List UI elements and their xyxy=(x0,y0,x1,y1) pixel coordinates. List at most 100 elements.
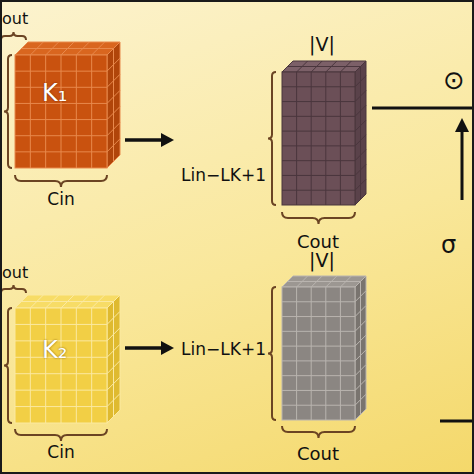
block-side xyxy=(355,61,366,205)
output-wire xyxy=(372,107,474,110)
grid-line xyxy=(15,151,107,152)
dimension-brace xyxy=(15,175,107,187)
arrowhead xyxy=(161,341,174,355)
dimension-brace xyxy=(15,429,107,441)
dimension-brace xyxy=(268,287,276,420)
grid-line xyxy=(30,55,31,168)
dimension-brace xyxy=(4,308,12,423)
grid-line xyxy=(311,72,312,205)
grid-line xyxy=(91,308,92,423)
grid-line xyxy=(15,324,107,325)
grid-line xyxy=(340,287,341,420)
grid-line xyxy=(282,331,355,332)
dimension-label: ⊙ xyxy=(443,66,465,96)
grid-line xyxy=(282,405,355,406)
grid-line xyxy=(282,346,355,347)
wire-arrowhead xyxy=(455,118,469,132)
dimension-label: Cin xyxy=(47,443,74,463)
tensor-block xyxy=(15,42,120,168)
grid-line xyxy=(282,390,355,391)
dimension-brace xyxy=(1,285,26,293)
block-front xyxy=(15,55,107,168)
grid-line xyxy=(282,86,355,87)
output-tensor: |V|Lin−LK+1Cout xyxy=(176,34,368,256)
grid-line xyxy=(340,72,341,205)
grid-line xyxy=(282,160,355,161)
block-top xyxy=(282,61,366,72)
block-front xyxy=(15,308,107,423)
block-top xyxy=(15,295,120,308)
tensor-block xyxy=(15,295,120,423)
grid-line xyxy=(360,67,361,200)
grid-line xyxy=(325,287,326,420)
grid-line xyxy=(360,282,361,415)
output-wire xyxy=(440,420,474,423)
kernel-tensor: K₂ xyxy=(15,295,121,423)
dimension-label: Cout xyxy=(297,444,339,465)
dimension-label: Lin−LK+1 xyxy=(181,340,266,360)
block-front xyxy=(282,287,355,420)
grid-line xyxy=(282,101,355,102)
grid-line xyxy=(15,119,107,120)
block-top xyxy=(15,42,120,55)
tensor-block xyxy=(282,61,366,205)
block-side xyxy=(355,276,366,420)
dimension-label: Cin xyxy=(47,190,74,210)
grid-line xyxy=(91,55,92,168)
grid-line xyxy=(282,190,355,191)
dimension-brace xyxy=(4,55,12,168)
grid-line xyxy=(282,301,355,302)
grid-line xyxy=(30,308,31,423)
grid-line xyxy=(15,71,107,72)
kernel-tensor: K₁ xyxy=(15,42,121,168)
grid-line xyxy=(282,360,355,361)
grid-line xyxy=(76,308,77,423)
tensor-block xyxy=(282,276,366,420)
block-side xyxy=(107,295,120,423)
grid-line xyxy=(22,48,114,49)
grid-line xyxy=(113,49,114,162)
grid-line xyxy=(15,406,107,407)
grid-line xyxy=(288,66,361,67)
dimension-brace xyxy=(1,32,26,40)
flow-arrow xyxy=(125,346,162,350)
grid-line xyxy=(45,55,46,168)
dimension-brace xyxy=(282,212,355,224)
tensor-name: K₂ xyxy=(42,337,67,365)
arrowhead xyxy=(161,133,174,147)
sigma-wire xyxy=(461,128,464,200)
flow-arrow xyxy=(125,138,162,142)
grid-line xyxy=(296,287,297,420)
grid-line xyxy=(282,316,355,317)
grid-line xyxy=(282,116,355,117)
output-tensor: |V| Lin−LK+1Cout xyxy=(176,250,368,472)
dimension-label: Lin−LK+1 xyxy=(181,166,266,186)
grid-line xyxy=(15,373,107,374)
grid-line xyxy=(282,375,355,376)
block-side xyxy=(107,42,120,168)
tensor-name: K₁ xyxy=(42,80,67,108)
block-front xyxy=(282,72,355,205)
grid-line xyxy=(325,72,326,205)
grid-line xyxy=(282,175,355,176)
grid-line xyxy=(61,308,62,423)
dimension-label: σ xyxy=(441,232,456,260)
tensor-name: |V| xyxy=(309,34,335,56)
dimension-brace xyxy=(282,426,355,438)
grid-line xyxy=(282,131,355,132)
grid-line xyxy=(15,135,107,136)
dimension-label: out xyxy=(2,10,28,28)
dimension-brace xyxy=(268,72,276,205)
grid-line xyxy=(288,281,361,282)
block-top xyxy=(282,276,366,287)
grid-line xyxy=(311,287,312,420)
tensor-name: |V| xyxy=(309,250,335,272)
grid-line xyxy=(282,145,355,146)
dimension-label: out xyxy=(2,264,28,282)
grid-line xyxy=(45,308,46,423)
grid-line xyxy=(61,55,62,168)
grid-line xyxy=(76,55,77,168)
